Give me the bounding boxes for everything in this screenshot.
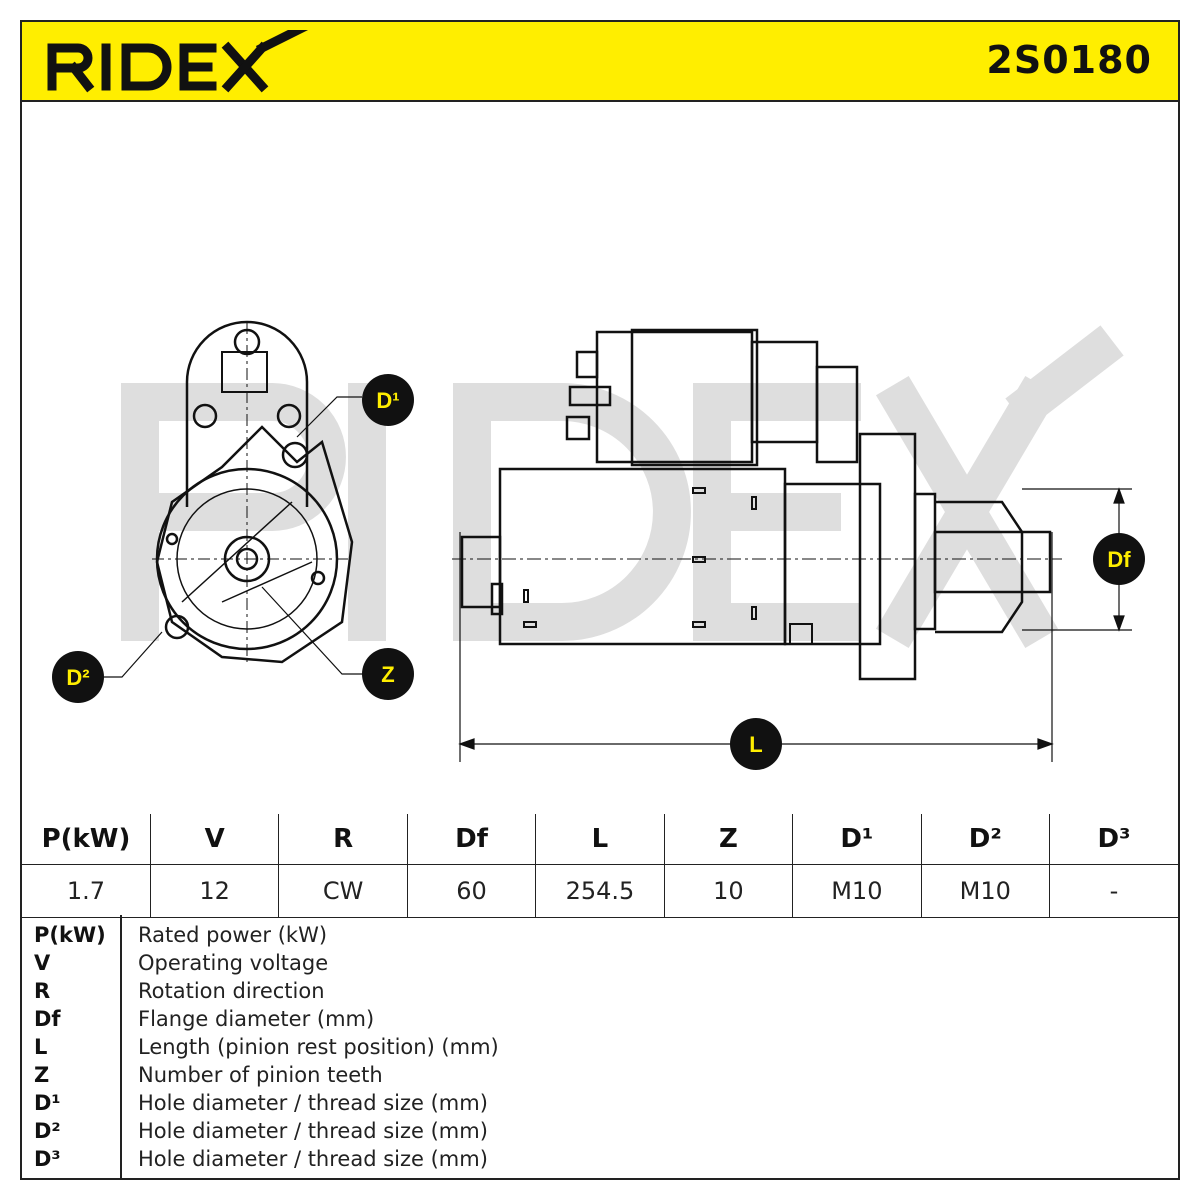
callout-d1: D¹ — [376, 388, 399, 413]
legend-abbr: V — [34, 951, 51, 975]
legend-abbr: D³ — [34, 1147, 61, 1171]
legend-row: Df Flange diameter (mm) — [22, 1005, 1178, 1033]
legend-abbr: L — [34, 1035, 48, 1059]
spec-value: CW — [278, 864, 408, 918]
callout-d2: D² — [66, 665, 89, 690]
spec-value: 10 — [663, 864, 794, 918]
legend-row: D³ Hole diameter / thread size (mm) — [22, 1145, 1178, 1173]
legend-abbr: D¹ — [34, 1091, 61, 1115]
legend-row: D¹ Hole diameter / thread size (mm) — [22, 1089, 1178, 1117]
legend-abbr: Df — [34, 1007, 61, 1031]
spec-header: D³ — [1049, 814, 1178, 865]
callout-l: L — [749, 732, 762, 757]
spec-header: D¹ — [792, 814, 922, 865]
datasheet-frame: 2S0180 — [20, 20, 1180, 1180]
spec-value: M10 — [920, 864, 1051, 918]
legend-divider — [120, 915, 122, 1180]
legend-desc: Hole diameter / thread size (mm) — [138, 1147, 488, 1171]
callout-badges — [52, 374, 1145, 770]
legend-abbr: D² — [34, 1119, 61, 1143]
spec-value: M10 — [792, 864, 922, 918]
legend-abbr: Z — [34, 1063, 50, 1087]
legend-row: V Operating voltage — [22, 949, 1178, 977]
side-view — [452, 328, 1062, 681]
legend-desc: Operating voltage — [138, 951, 329, 975]
legend-row: D² Hole diameter / thread size (mm) — [22, 1117, 1178, 1145]
spec-header: V — [149, 814, 280, 865]
spec-header-row: P(kW) V R Df L Z D¹ D² D³ — [22, 814, 1178, 865]
spec-header: Df — [406, 814, 537, 865]
starter-drawing: D¹ D² Z Df L — [52, 320, 1145, 770]
legend: P(kW) Rated power (kW) V Operating volta… — [22, 915, 1178, 1180]
spec-value: 12 — [149, 864, 280, 918]
spec-value: - — [1049, 864, 1178, 918]
end-view — [152, 320, 354, 664]
legend-desc: Hole diameter / thread size (mm) — [138, 1119, 488, 1143]
legend-desc: Rated power (kW) — [138, 923, 328, 947]
legend-abbr: P(kW) — [34, 923, 106, 947]
legend-abbr: R — [34, 979, 51, 1003]
spec-header: P(kW) — [22, 814, 151, 865]
callout-df: Df — [1107, 547, 1131, 572]
legend-desc: Length (pinion rest position) (mm) — [138, 1035, 499, 1059]
spec-header: Z — [663, 814, 794, 865]
legend-row: Z Number of pinion teeth — [22, 1061, 1178, 1089]
legend-row: L Length (pinion rest position) (mm) — [22, 1033, 1178, 1061]
watermark-logo — [121, 325, 1124, 649]
spec-value: 254.5 — [535, 864, 665, 918]
legend-desc: Flange diameter (mm) — [138, 1007, 375, 1031]
spec-header: R — [278, 814, 408, 865]
spec-value: 1.7 — [22, 864, 151, 918]
part-number: 2S0180 — [986, 38, 1152, 82]
legend-row: R Rotation direction — [22, 977, 1178, 1005]
legend-desc: Rotation direction — [138, 979, 325, 1003]
spec-value: 60 — [406, 864, 537, 918]
spec-header: D² — [920, 814, 1051, 865]
technical-drawing: D¹ D² Z Df L — [22, 102, 1178, 814]
legend-row: P(kW) Rated power (kW) — [22, 921, 1178, 949]
spec-header: L — [535, 814, 665, 865]
spec-value-row: 1.7 12 CW 60 254.5 10 M10 M10 - — [22, 864, 1178, 918]
legend-desc: Number of pinion teeth — [138, 1063, 383, 1087]
spec-table: P(kW) V R Df L Z D¹ D² D³ 1.7 12 CW 60 2… — [22, 814, 1178, 918]
legend-desc: Hole diameter / thread size (mm) — [138, 1091, 488, 1115]
header-bar: 2S0180 — [22, 22, 1178, 102]
callout-z: Z — [381, 662, 394, 687]
ridex-logo — [47, 30, 309, 93]
